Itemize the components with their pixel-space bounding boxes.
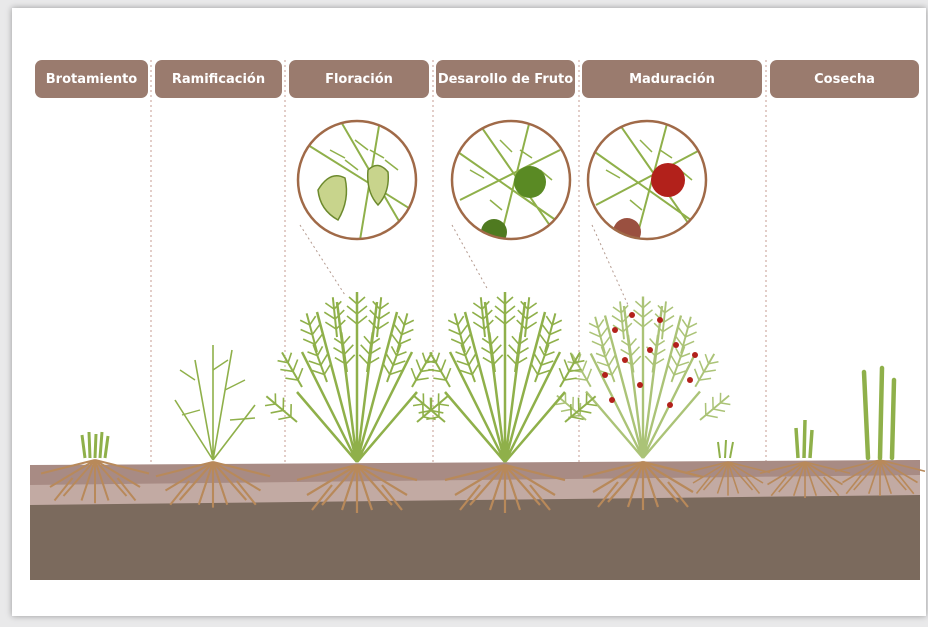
green-berry-callout-icon <box>452 120 570 245</box>
red-berry-callout-icon <box>588 120 706 246</box>
flower-bud-callout-icon <box>298 120 420 240</box>
soil-deep-layer <box>30 495 920 580</box>
asparagus-spear-icon <box>864 368 894 458</box>
